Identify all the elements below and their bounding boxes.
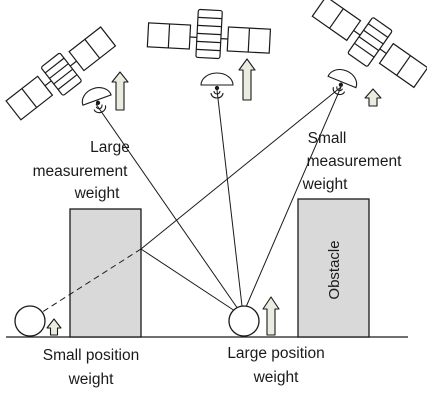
arrow-small-position-weight bbox=[47, 319, 61, 335]
receiver-left bbox=[15, 306, 45, 336]
label-large-position-weight-line1: Large position bbox=[227, 345, 324, 362]
satellite-right-icon bbox=[307, 0, 427, 96]
label-small-measurement-weight-line3: weight bbox=[302, 176, 348, 193]
receiver-right bbox=[229, 306, 259, 336]
obstacle-label: Obstacle bbox=[326, 240, 343, 299]
arrow-measurement-weight-sat2 bbox=[239, 59, 255, 100]
label-small-position-weight-line2: weight bbox=[68, 371, 114, 388]
label-small-position-weight-line1: Small position bbox=[43, 347, 140, 364]
antenna-left-icon bbox=[79, 84, 116, 118]
antenna-middle-icon bbox=[201, 73, 233, 98]
arrow-large-position-weight bbox=[263, 297, 279, 335]
building-left bbox=[70, 209, 141, 337]
label-large-measurement-weight-line2: measurement bbox=[33, 163, 128, 180]
arrow-measurement-weight-sat1 bbox=[112, 72, 128, 110]
arrow-small-measurement-weight-sat3 bbox=[365, 89, 381, 106]
signal-line-reflected-receiver-right bbox=[141, 249, 238, 313]
signal-line-sat2-receiver-right bbox=[217, 90, 242, 306]
satellite-middle-icon bbox=[147, 7, 271, 61]
label-small-measurement-weight-line2: measurement bbox=[307, 153, 402, 170]
antenna-right-icon bbox=[323, 65, 360, 99]
label-large-measurement-weight-line3: weight bbox=[74, 185, 120, 202]
label-small-measurement-weight-line1: Small bbox=[308, 130, 347, 147]
label-large-measurement-weight-line1: Large bbox=[90, 139, 130, 156]
satellite-left-icon bbox=[3, 23, 120, 125]
label-large-position-weight-line2: weight bbox=[253, 369, 299, 386]
